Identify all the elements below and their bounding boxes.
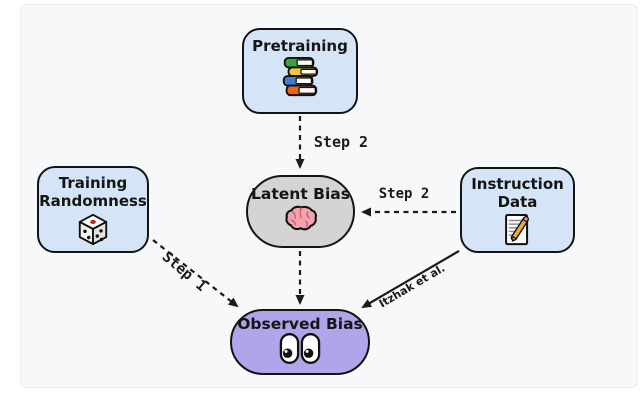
node-training-randomness: Training Randomness bbox=[37, 166, 149, 253]
dice-icon bbox=[78, 213, 108, 245]
node-pretraining-label: Pretraining bbox=[252, 37, 348, 55]
node-latent-bias: Latent Bias bbox=[246, 175, 355, 248]
node-training-randomness-label: Training Randomness bbox=[39, 174, 147, 211]
node-observed-bias-label: Observed Bias bbox=[237, 315, 363, 333]
eyes-icon bbox=[279, 332, 321, 364]
node-instruction-data: Instruction Data bbox=[460, 167, 575, 253]
edge-label-step2-pretraining: Step 2 bbox=[313, 133, 369, 151]
node-instruction-data-label: Instruction Data bbox=[471, 175, 564, 212]
brain-icon bbox=[284, 205, 317, 231]
node-latent-bias-label: Latent Bias bbox=[251, 185, 350, 203]
node-observed-bias: Observed Bias bbox=[230, 309, 370, 375]
edge-label-step2-instruction: Step 2 bbox=[378, 186, 430, 202]
memo-icon bbox=[505, 213, 529, 245]
books-icon bbox=[282, 57, 319, 97]
node-pretraining: Pretraining bbox=[242, 28, 358, 114]
